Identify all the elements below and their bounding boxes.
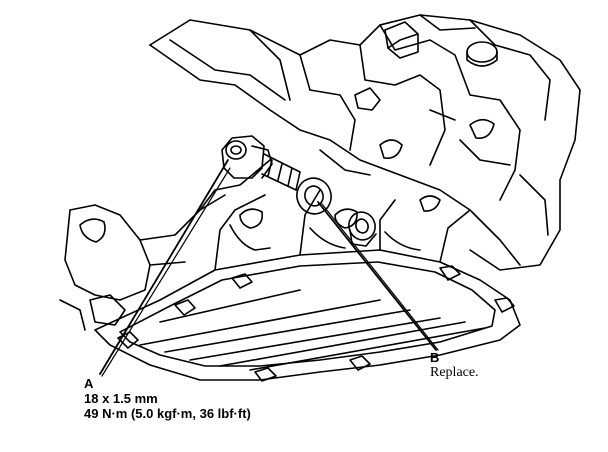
callout-a-torque: 49 N·m (5.0 kgf·m, 36 lbf·ft): [84, 406, 251, 421]
callout-a-letter: A: [84, 376, 94, 391]
sealing-washer: [296, 177, 332, 215]
callout-a-size: 18 x 1.5 mm: [84, 391, 158, 406]
leader-line-b-2: [321, 203, 439, 351]
callout-b-note: Replace.: [430, 365, 479, 380]
drain-plug-bolt: [221, 135, 301, 191]
oil-pan: [94, 189, 521, 382]
drain-hole: [348, 211, 377, 247]
transmission-case: [149, 14, 581, 271]
leader-line-a: [99, 159, 229, 375]
case-left-side: [59, 159, 271, 331]
callout-b-letter: B: [430, 350, 440, 365]
leader-line-b: [317, 201, 437, 351]
leader-line-a-2: [101, 167, 231, 377]
